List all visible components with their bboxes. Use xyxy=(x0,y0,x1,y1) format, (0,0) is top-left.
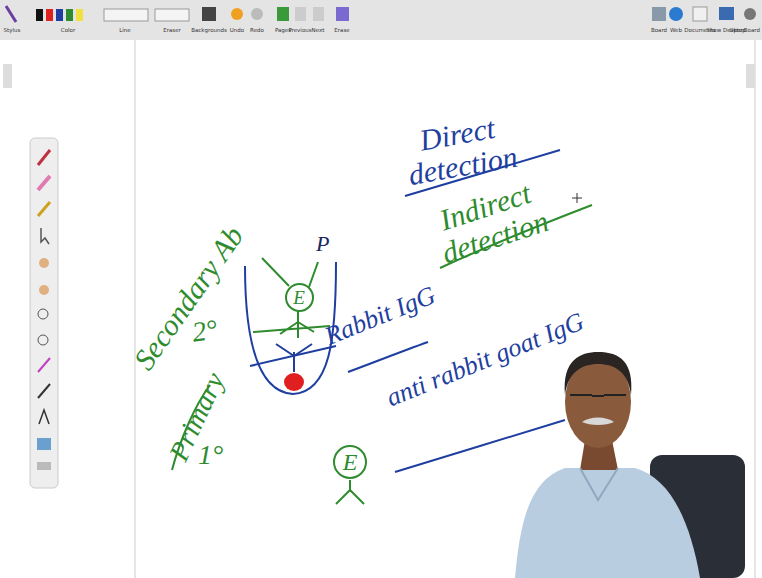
handwritten-label: 2° xyxy=(190,314,219,347)
tool-icon xyxy=(39,258,49,268)
hair xyxy=(565,352,632,395)
undo-icon xyxy=(231,8,243,20)
secondary-antibody xyxy=(253,310,330,338)
enzyme-circle: E xyxy=(333,445,367,479)
side-tab xyxy=(3,64,12,88)
lecturer xyxy=(515,352,745,578)
toolbar-label: Backgrounds xyxy=(191,28,227,34)
collar xyxy=(580,468,618,500)
handwritten-label: anti rabbit goat IgG xyxy=(383,308,588,412)
tool-icon xyxy=(39,410,49,424)
tool-icon xyxy=(38,384,50,398)
cursor xyxy=(572,193,582,203)
eraser-icon xyxy=(155,9,189,21)
stylus-icon xyxy=(6,6,16,22)
tool-icon xyxy=(38,358,50,372)
color-swatch xyxy=(56,9,63,21)
tool-icon xyxy=(38,202,50,216)
handwritten-label: Rabbit IgG xyxy=(321,281,439,350)
toolbar-label: Color xyxy=(61,28,75,34)
handwritten-label: 1° xyxy=(198,440,223,469)
enzyme-label: E xyxy=(343,450,358,474)
toolbar-icons xyxy=(6,6,756,22)
underline xyxy=(348,342,428,372)
tool-icon xyxy=(39,285,49,295)
color-swatch xyxy=(36,9,43,21)
documents-icon xyxy=(693,7,707,21)
handwritten-label: P xyxy=(316,232,329,255)
toolbar-label: Stylus xyxy=(4,28,21,34)
antigen xyxy=(284,373,304,391)
web-icon xyxy=(669,7,683,21)
background-icon xyxy=(202,7,216,21)
toolbar xyxy=(0,0,762,40)
erase-icon xyxy=(336,7,349,21)
tool-icon xyxy=(38,150,50,165)
toolbar-label: Previous xyxy=(288,28,311,34)
antibody-symbol xyxy=(336,480,364,504)
underline xyxy=(395,420,565,472)
pages-icon xyxy=(277,7,289,21)
page-border xyxy=(134,40,136,578)
tool-icon xyxy=(38,176,50,190)
toolbar-label: Line xyxy=(119,28,130,34)
enzyme-label: E xyxy=(293,288,305,307)
next-icon xyxy=(313,7,324,21)
previous-icon xyxy=(295,7,306,21)
leader-line xyxy=(250,346,336,366)
line-icon xyxy=(104,9,148,21)
toolbar-label: Erase xyxy=(334,28,349,34)
toolbar-label: Undo xyxy=(230,28,244,34)
tool-icon xyxy=(37,462,51,470)
tool-icon xyxy=(37,438,51,450)
board-icon xyxy=(652,7,666,21)
toolbar-label: OpenBoard xyxy=(729,28,760,34)
tool-panel xyxy=(30,138,58,488)
glasses xyxy=(570,395,626,396)
color-swatch xyxy=(76,9,83,21)
toolbar-label: Eraser xyxy=(163,28,181,34)
toolbar-label: Next xyxy=(312,28,325,34)
openboard-icon xyxy=(744,8,756,20)
desktop-icon xyxy=(719,7,734,20)
tool-icons xyxy=(37,150,51,470)
tool-icon xyxy=(38,309,48,319)
side-tab xyxy=(746,64,755,88)
enzyme-circle: E xyxy=(285,283,314,312)
color-swatch xyxy=(46,9,53,21)
redo-icon xyxy=(251,8,263,20)
toolbar-label: Redo xyxy=(250,28,264,34)
page-border xyxy=(754,40,756,578)
handwritten-label: Secondary Ab xyxy=(128,220,250,375)
substrate-line xyxy=(262,258,318,287)
shirt xyxy=(515,468,700,578)
toolbar-label: Web xyxy=(670,28,682,34)
tool-icon xyxy=(38,335,48,345)
tool-icon xyxy=(41,228,49,244)
toolbar-label: Board xyxy=(651,28,667,34)
color-swatch xyxy=(66,9,73,21)
moustache xyxy=(582,418,614,426)
